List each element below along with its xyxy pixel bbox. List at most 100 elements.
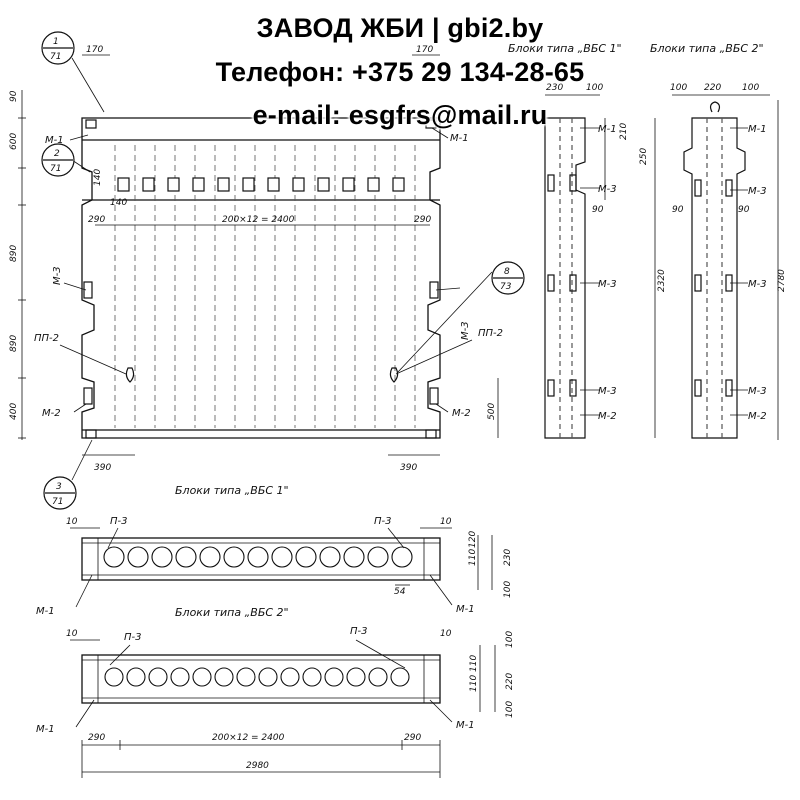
dim-vbs1-210: 210 [619, 123, 629, 140]
callout-1-bottom: 71 [50, 52, 61, 62]
dim-170-right: 170 [416, 45, 433, 55]
dim-vbs2-90-left: 90 [672, 205, 684, 215]
dim-vbs1-2320: 2320 [657, 269, 667, 292]
dim-390-right: 390 [400, 463, 417, 473]
dim-vbs1-230: 230 [546, 83, 563, 93]
label-m2-left: М-2 [42, 408, 61, 419]
label-vbs2-m2: М-2 [748, 411, 767, 422]
label-m1-left: М-1 [45, 135, 64, 146]
label-vbs2-m3-b: М-3 [748, 279, 767, 290]
label-m1-right: М-1 [450, 133, 469, 144]
label-plan2-m1-right: М-1 [456, 720, 475, 731]
dim-500: 500 [487, 403, 497, 420]
dim-890-lower: 890 [9, 335, 19, 352]
label-vbs2-m3-a: М-3 [748, 186, 767, 197]
dim-plan2-290-left: 290 [88, 733, 105, 743]
dim-890-upper: 890 [9, 245, 19, 262]
plan-vbs1-dims [70, 527, 493, 608]
plan-vbs1 [81, 537, 441, 581]
callout-3-bottom: 71 [52, 497, 63, 507]
square-openings [117, 177, 405, 192]
title-vbs2-plan: Блоки типа „ВБС 2" [175, 606, 289, 619]
embedded-parts [83, 119, 439, 439]
callout-8-bottom: 73 [500, 282, 512, 292]
label-vbs1-m2: М-2 [598, 411, 617, 422]
label-plan1-m1-right: М-1 [456, 604, 475, 615]
dim-200x12-main: 200×12 = 2400 [222, 215, 295, 225]
dim-plan2-110: 110 [469, 675, 479, 692]
dim-vbs1-100: 100 [586, 83, 603, 93]
label-m3-left: М-3 [52, 266, 63, 285]
dim-390-left: 390 [94, 463, 111, 473]
plan-vbs2-dims [70, 639, 496, 778]
dim-plan2-10-left: 10 [66, 629, 78, 639]
label-plan1-p3-left: П-3 [110, 516, 128, 527]
callout-circles [41, 31, 525, 510]
dim-90-top: 90 [9, 90, 19, 102]
callout-8-top: 8 [504, 267, 510, 277]
dim-plan2-2980: 2980 [246, 761, 269, 771]
callout-2-bottom: 71 [50, 164, 61, 174]
dim-vbs2-220: 220 [704, 83, 721, 93]
label-plan2-p3-right: П-3 [350, 626, 368, 637]
dim-vbs2-2780: 2780 [777, 269, 787, 292]
callout-2-top: 2 [54, 149, 60, 159]
label-vbs2-m1: М-1 [748, 124, 767, 135]
dim-plan2-290-right: 290 [404, 733, 421, 743]
plan-vbs1-voids [103, 546, 413, 568]
dim-plan1-110: 110 [468, 549, 478, 566]
dim-vbs1-90: 90 [592, 205, 604, 215]
dim-170-left: 170 [86, 45, 103, 55]
main-dimensions [18, 54, 499, 481]
label-plan2-p3-left: П-3 [124, 632, 142, 643]
label-m3-right: М-3 [460, 321, 471, 340]
dim-140-side: 140 [110, 198, 127, 208]
dim-vbs1-250: 250 [639, 148, 649, 165]
header-phone: Телефон: +375 29 134-28-65 [215, 57, 585, 87]
header-company: ЗАВОД ЖБИ | gbi2.by [256, 13, 544, 43]
dim-plan1-100: 100 [503, 581, 513, 598]
dim-400: 400 [9, 403, 19, 420]
dim-plan2-220: 220 [505, 673, 515, 690]
plan-vbs2-voids [104, 667, 410, 687]
dim-290-left: 290 [88, 215, 105, 225]
section-vbs1 [544, 94, 656, 439]
dim-plan1-10-right: 10 [440, 517, 452, 527]
label-pp2-right: ПП-2 [478, 328, 503, 339]
dim-plan2-100-bottom: 100 [505, 701, 515, 718]
label-vbs2-m3-c: М-3 [748, 386, 767, 397]
dim-plan2-10-right: 10 [440, 629, 452, 639]
label-plan1-m1-left: М-1 [36, 606, 55, 617]
plan-vbs2 [81, 654, 441, 704]
dim-plan1-10-left: 10 [66, 517, 78, 527]
dim-plan1-120: 120 [468, 531, 478, 548]
dim-290-right: 290 [414, 215, 431, 225]
dim-140-top: 140 [93, 169, 103, 186]
label-vbs1-m3-c: М-3 [598, 386, 617, 397]
dim-vbs2-100-right: 100 [742, 83, 759, 93]
label-vbs1-m3-b: М-3 [598, 279, 617, 290]
section-vbs2 [672, 94, 779, 440]
dim-plan1-230: 230 [503, 549, 513, 566]
dim-plan2-110b: 110 [469, 655, 479, 672]
label-pp2-left: ПП-2 [34, 333, 59, 344]
dim-600: 600 [9, 133, 19, 150]
callout-1-top: 1 [53, 37, 59, 47]
label-plan2-m1-left: М-1 [36, 724, 55, 735]
label-vbs1-m1: М-1 [598, 124, 617, 135]
title-vbs1-top: Блоки типа „ВБС 1" [508, 42, 622, 55]
dim-plan2-100-top: 100 [505, 631, 515, 648]
title-vbs1-plan: Блоки типа „ВБС 1" [175, 484, 289, 497]
label-m2-right: М-2 [452, 408, 471, 419]
dim-plan1-54: 54 [394, 587, 406, 597]
title-vbs2-top: Блоки типа „ВБС 2" [650, 42, 764, 55]
header-email: e-mail: esgfrs@mail.ru [252, 100, 548, 130]
label-vbs1-m3-a: М-3 [598, 184, 617, 195]
callout-3-top: 3 [56, 482, 62, 492]
dim-plan2-200x12: 200×12 = 2400 [212, 733, 285, 743]
dim-vbs2-100-left: 100 [670, 83, 687, 93]
label-plan1-p3-right: П-3 [374, 516, 392, 527]
main-elevation [81, 117, 441, 439]
dim-vbs2-90-right: 90 [738, 205, 750, 215]
